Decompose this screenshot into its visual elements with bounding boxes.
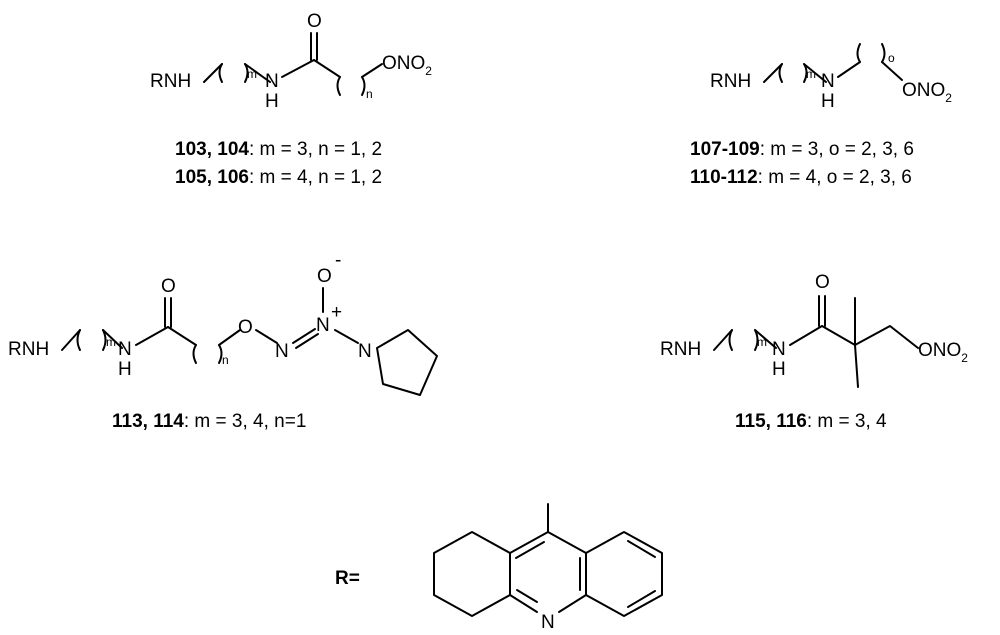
- caption-103-104: 103, 104: m = 3, n = 1, 2: [175, 139, 382, 160]
- carbonyl-o-label: O: [307, 11, 322, 32]
- amide-n-label: N: [265, 71, 279, 92]
- ether-o-label: O: [238, 317, 253, 338]
- m-index: m: [247, 67, 257, 81]
- r-equals-label: R=: [335, 568, 360, 589]
- caption-107-109: 107-109: m = 3, o = 2, 3, 6: [690, 139, 914, 160]
- m-index: m: [806, 67, 816, 81]
- amide-n-label: N: [118, 339, 132, 360]
- amine-h-label: H: [821, 91, 835, 112]
- m-index: m: [106, 335, 116, 349]
- n-oxide-n-label: N: [316, 315, 330, 336]
- o-index: o: [888, 51, 895, 65]
- caption-113-114: 113, 114: m = 3, 4, n=1: [112, 411, 306, 432]
- caption-115-116: 115, 116: m = 3, 4: [735, 411, 887, 432]
- plus-charge: +: [331, 302, 342, 323]
- caption-110-112: 110-112: m = 4, o = 2, 3, 6: [690, 167, 912, 188]
- n-index: n: [222, 353, 229, 367]
- caption-105-106: 105, 106: m = 4, n = 1, 2: [175, 167, 382, 188]
- rnh-label: RNH: [660, 339, 701, 360]
- minus-charge: -: [335, 250, 341, 271]
- structure-103-106: RNH m N H O n ONO2: [150, 11, 432, 112]
- structure-113-114: RNH m N H O n O N N + O - N: [8, 250, 438, 396]
- ono2-label: ONO2: [918, 340, 968, 365]
- carbonyl-o-label: O: [815, 272, 830, 293]
- acridine-n-label: N: [541, 612, 555, 633]
- tetrahydroacridine-ring: N: [433, 503, 663, 633]
- amide-h-label: H: [265, 91, 279, 112]
- rnh-label: RNH: [150, 71, 191, 92]
- rnh-label: RNH: [8, 339, 49, 360]
- structure-115-116: RNH m N H O ONO2: [660, 272, 968, 388]
- ono2-label: ONO2: [382, 53, 432, 78]
- ono2-label: ONO2: [902, 80, 952, 105]
- amide-n-label: N: [772, 339, 786, 360]
- amine-n-label: N: [821, 71, 835, 92]
- amide-h-label: H: [772, 359, 786, 380]
- carbonyl-o-label: O: [161, 276, 176, 297]
- m-index: m: [757, 335, 767, 349]
- n-index: n: [366, 87, 373, 101]
- structure-107-112: RNH m N H o ONO2: [710, 43, 952, 112]
- amide-h-label: H: [118, 359, 132, 380]
- pyrrolidine-n-label: N: [358, 341, 372, 362]
- azo-n-label: N: [275, 341, 289, 362]
- n-oxide-o-label: O: [317, 266, 332, 287]
- rnh-label: RNH: [710, 71, 751, 92]
